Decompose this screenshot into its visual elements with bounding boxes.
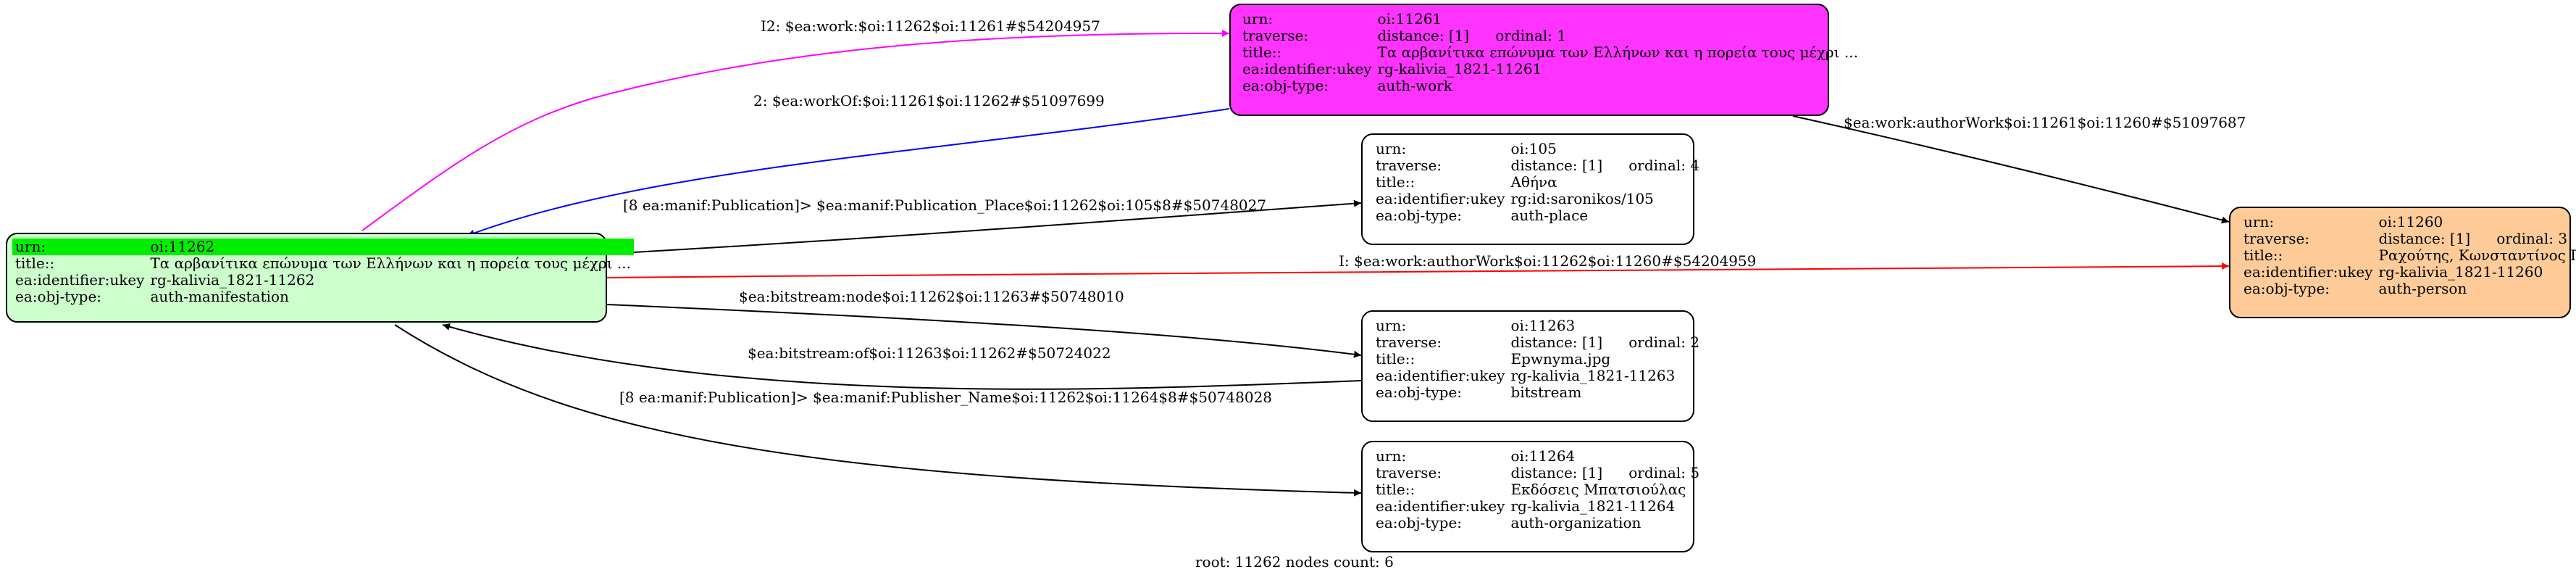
field-key: title:: — [1242, 44, 1282, 61]
field-value: oi:11264 — [1510, 447, 1576, 465]
field-key: ea:identifier:ukey — [1376, 497, 1505, 515]
edge-label: I: $ea:work:authorWork$oi:11262$oi:11260… — [1339, 252, 1757, 270]
field-key: ea:obj-type: — [2243, 280, 2330, 297]
field-key: ea:obj-type: — [1376, 207, 1463, 224]
field-key: traverse: — [2243, 230, 2310, 247]
field-key: ea:identifier:ukey — [2243, 263, 2373, 281]
edge-bitstream-to-root — [442, 323, 1362, 390]
node-fields: urn: oi:11260 traverse: distance: [1] ordin… — [2241, 214, 2576, 297]
field-key: urn: — [1376, 140, 1407, 157]
edge-label: I2: $ea:work:$oi:11262$oi:11261#$5420495… — [761, 17, 1100, 35]
field-value: oi:11261 — [1377, 10, 1442, 28]
edge-label: $ea:bitstream:of$oi:11263$oi:11262#$5072… — [748, 344, 1111, 362]
field-key: urn: — [15, 238, 46, 255]
distance-value: distance: [1] — [1510, 464, 1603, 481]
field-key: urn: — [1242, 10, 1274, 28]
field-value: rg-kalivia_1821-11263 — [1510, 367, 1676, 384]
field-value: auth-place — [1510, 207, 1589, 224]
edge-label: [8 ea:manif:Publication]> $ea:manif:Publ… — [619, 389, 1273, 406]
field-value: auth-organization — [1510, 514, 1642, 531]
field-value: Ραχούτης, Κωνσταντίνος Π. — [2378, 246, 2576, 264]
field-key: traverse: — [1376, 464, 1442, 481]
node-work[interactable]: urn: oi:11261 traverse: distance: [1] ordin… — [1229, 4, 1858, 116]
distance-value: distance: [1] — [1510, 334, 1603, 351]
field-value: rg:id:saronikos/105 — [1510, 190, 1654, 207]
edge-work-to-person — [1792, 115, 2230, 224]
ordinal-value: ordinal: 3 — [2496, 230, 2568, 247]
field-key: ea:obj-type: — [15, 288, 102, 305]
field-value: Αθήνα — [1510, 173, 1557, 191]
field-key: urn: — [1376, 447, 1407, 465]
field-key: ea:obj-type: — [1376, 514, 1463, 531]
field-value: oi:105 — [1510, 140, 1557, 157]
field-value: Τα αρβανίτικα επώνυμα των Ελλήνων και η … — [150, 254, 631, 272]
field-key: title:: — [1376, 481, 1415, 498]
field-value: rg-kalivia_1821-11264 — [1510, 497, 1676, 515]
distance-value: distance: [1] — [2378, 230, 2471, 247]
field-value: Τα αρβανίτικα επώνυμα των Ελλήνων και η … — [1377, 44, 1858, 61]
highlighted-urn-row: urn: oi:11262 — [12, 239, 634, 255]
node-organization[interactable]: urn: oi:11264 traverse: distance: [1] ordin… — [1361, 441, 1699, 552]
node-root-manifestation[interactable]: urn: oi:11262 title::Τα αρβανίτικα επώνυ… — [6, 233, 634, 323]
field-key: title:: — [1376, 350, 1415, 368]
field-key: urn: — [1376, 317, 1407, 334]
field-value: auth-person — [2378, 280, 2467, 297]
edge-root-to-org — [394, 324, 1362, 497]
field-value: rg-kalivia_1821-11260 — [2378, 263, 2543, 281]
ordinal-value: ordinal: 4 — [1628, 157, 1700, 174]
node-person[interactable]: urn: oi:11260 traverse: distance: [1] ordin… — [2229, 207, 2576, 318]
field-value: oi:11262 — [150, 238, 215, 255]
field-value: rg-kalivia_1821-11261 — [1377, 60, 1542, 78]
edge-work-to-root — [467, 108, 1230, 237]
field-value: auth-manifestation — [150, 288, 289, 305]
field-key: ea:identifier:ukey — [1376, 190, 1505, 207]
node-fields: urn: oi:11262 title::Τα αρβανίτικα επώνυ… — [12, 239, 634, 305]
field-key: traverse: — [1242, 27, 1309, 44]
node-place[interactable]: urn: oi:105 traverse: distance: [1] ordinal… — [1361, 133, 1699, 245]
field-value: oi:11263 — [1510, 317, 1576, 334]
edge-label: $ea:work:authorWork$oi:11261$oi:11260#$5… — [1844, 114, 2246, 131]
ordinal-value: ordinal: 2 — [1628, 334, 1700, 351]
field-key: ea:identifier:ukey — [15, 271, 145, 289]
field-value: Εκδόσεις Μπατσιούλας — [1510, 481, 1686, 498]
field-value: auth-work — [1377, 77, 1452, 94]
edge-label: $ea:bitstream:node$oi:11262$oi:11263#$50… — [739, 288, 1124, 305]
field-value: bitstream — [1510, 384, 1582, 401]
node-fields: urn: oi:11263 traverse: distance: [1] ordin… — [1373, 318, 1702, 401]
field-key: ea:obj-type: — [1376, 384, 1463, 401]
field-key: ea:identifier:ukey — [1376, 367, 1505, 384]
field-value: Epwnyma.jpg — [1510, 350, 1611, 368]
graph-caption: root: 11262 nodes count: 6 — [1195, 553, 1394, 571]
edge-root-to-work — [361, 29, 1230, 231]
distance-value: distance: [1] — [1377, 27, 1470, 44]
edge-root-to-place — [606, 199, 1362, 254]
edge-root-to-bitstream — [606, 304, 1362, 358]
distance-value: distance: [1] — [1510, 157, 1603, 174]
field-key: ea:obj-type: — [1242, 77, 1329, 94]
field-key: title:: — [1376, 173, 1415, 191]
field-key: title:: — [2243, 246, 2283, 264]
node-bitstream[interactable]: urn: oi:11263 traverse: distance: [1] ordin… — [1361, 310, 1699, 422]
field-key: urn: — [2243, 213, 2275, 231]
field-key: traverse: — [1376, 334, 1442, 351]
node-fields: urn: oi:11264 traverse: distance: [1] ordin… — [1373, 448, 1702, 531]
edge-label: [8 ea:manif:Publication]> $ea:manif:Publ… — [623, 196, 1267, 214]
node-fields: urn: oi:11261 traverse: distance: [1] ordin… — [1239, 11, 1861, 94]
field-key: ea:identifier:ukey — [1242, 60, 1372, 78]
edge-label: 2: $ea:workOf:$oi:11261$oi:11262#$510976… — [753, 92, 1105, 109]
field-value: rg-kalivia_1821-11262 — [150, 271, 315, 289]
ordinal-value: ordinal: 5 — [1628, 464, 1700, 481]
field-key: title:: — [15, 254, 55, 272]
field-key: traverse: — [1376, 157, 1442, 174]
ordinal-value: ordinal: 1 — [1495, 27, 1567, 44]
field-value: oi:11260 — [2378, 213, 2443, 231]
node-fields: urn: oi:105 traverse: distance: [1] ordinal… — [1373, 141, 1702, 224]
